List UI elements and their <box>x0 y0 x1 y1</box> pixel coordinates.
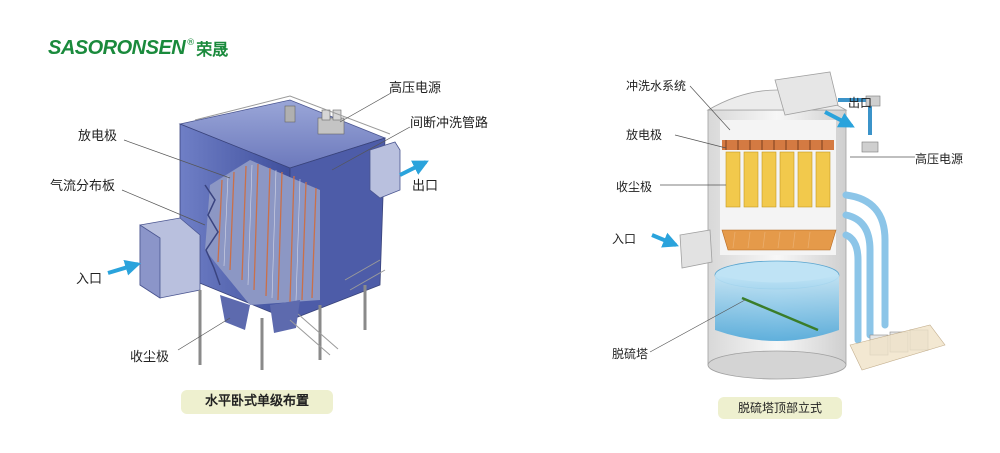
label-high-voltage-power-right: 高压电源 <box>915 152 964 166</box>
logo-brand-text: SASORONSEN <box>48 37 186 59</box>
caption-horizontal-layout: 水平卧式单级布置 <box>181 390 333 414</box>
horizontal-esp-illustration <box>107 92 429 370</box>
caption-vertical-layout: 脱硫塔顶部立式 <box>718 397 842 419</box>
label-outlet-right: 出口 <box>848 96 873 110</box>
label-inlet-right: 入口 <box>612 232 637 246</box>
company-logo: SASORONSEN ® 荣晟 <box>48 36 228 60</box>
logo-registered-mark: ® <box>186 38 196 48</box>
label-high-voltage-power-left: 高压电源 <box>389 81 442 96</box>
label-collecting-electrode-right: 收尘极 <box>616 180 653 194</box>
label-inlet-left: 入口 <box>76 272 103 287</box>
label-wash-water-system: 冲洗水系统 <box>626 79 687 93</box>
label-outlet-left: 出口 <box>412 179 439 194</box>
label-collecting-electrode-left: 收尘极 <box>130 350 170 365</box>
logo-chinese-name: 荣晟 <box>196 40 229 59</box>
label-discharge-electrode-right: 放电极 <box>626 128 663 142</box>
label-discharge-electrode-left: 放电极 <box>78 129 118 144</box>
label-desulfurization-tower: 脱硫塔 <box>612 347 649 361</box>
label-flush-pipeline: 间断冲洗管路 <box>410 116 489 131</box>
vertical-esp-illustration <box>649 71 946 380</box>
label-airflow-distribution-plate: 气流分布板 <box>50 179 116 194</box>
